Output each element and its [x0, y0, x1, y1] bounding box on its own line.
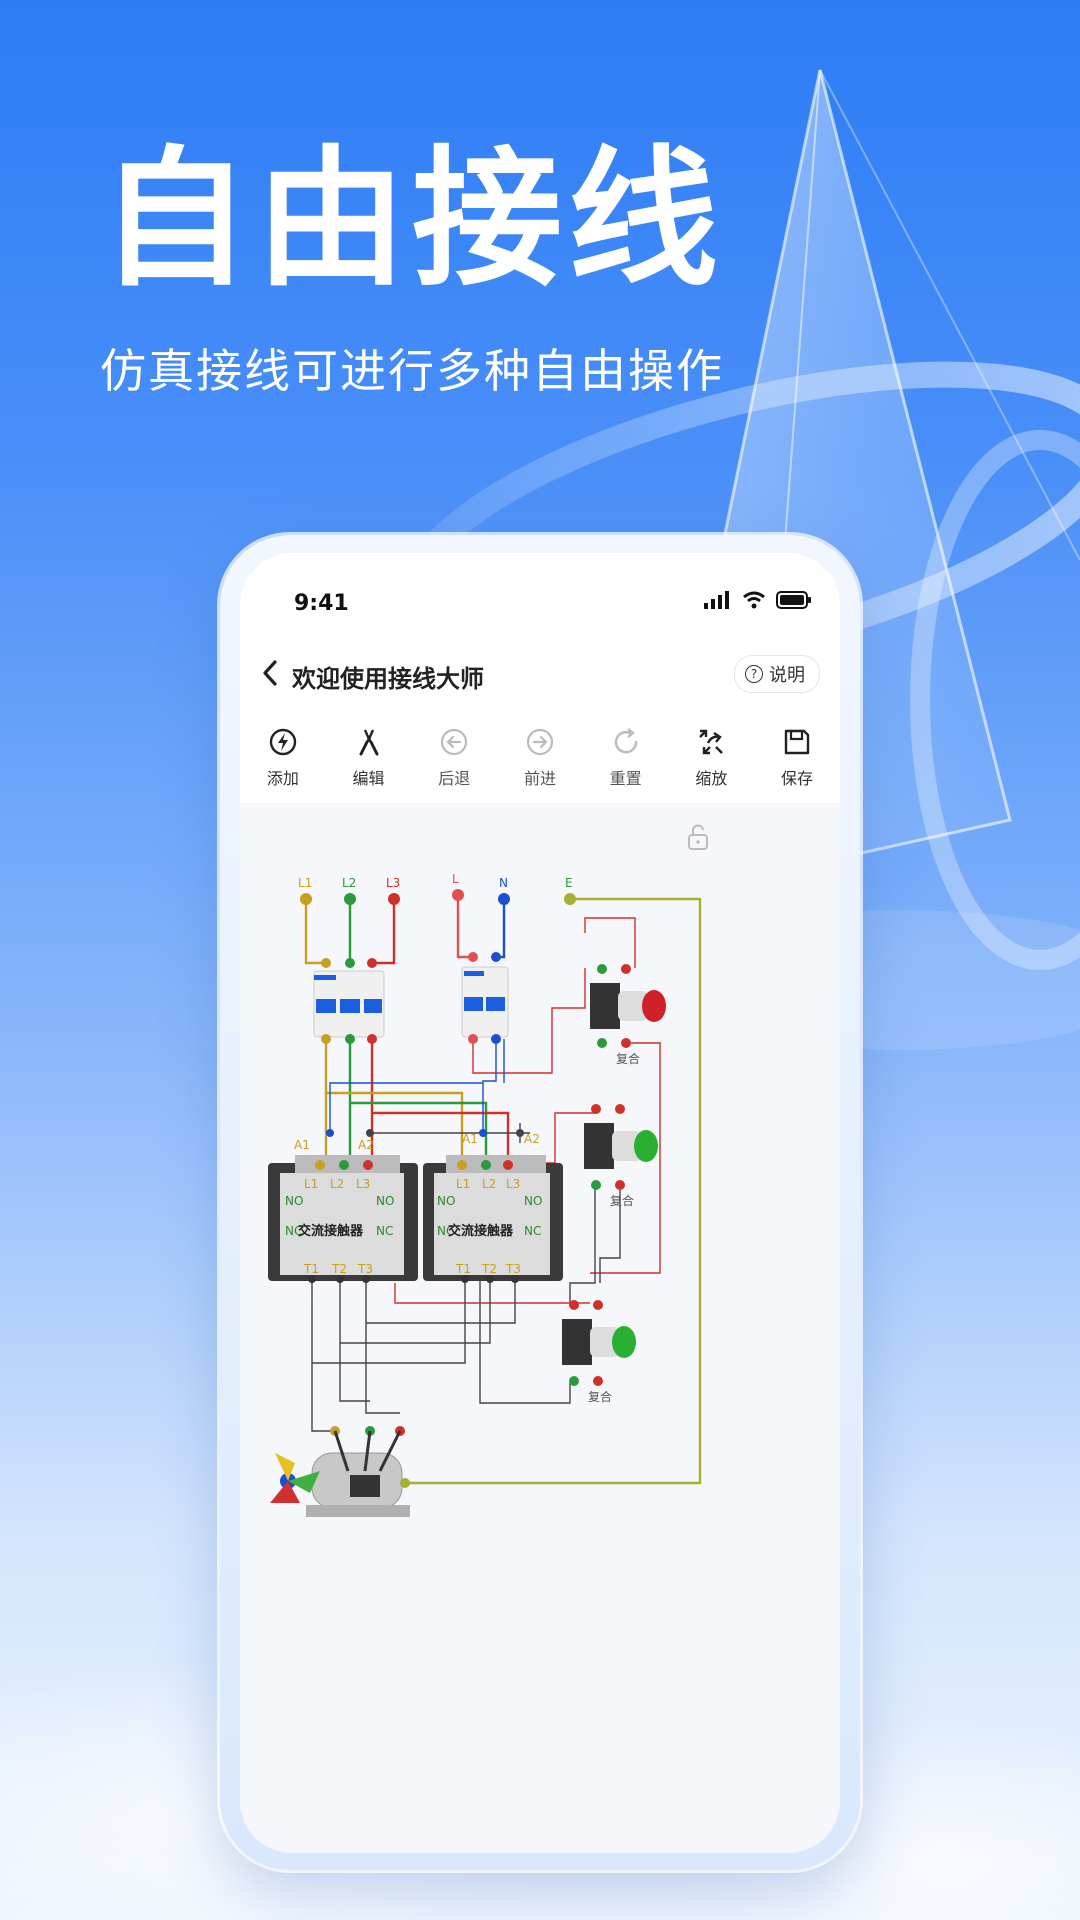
back-button[interactable]	[260, 659, 284, 689]
tool-edit-label: 编辑	[352, 769, 385, 788]
contactor1-nc-left: NC	[285, 1224, 302, 1238]
tool-reset-label: 重置	[609, 769, 642, 788]
battery-icon	[776, 591, 811, 609]
wifi-icon	[743, 591, 765, 609]
save-icon	[784, 729, 810, 755]
tool-undo-label: 后退	[438, 769, 471, 788]
terminal-label-e: E	[565, 876, 573, 890]
unlock-icon[interactable]	[684, 823, 712, 851]
terminal-label-n: N	[499, 876, 508, 890]
chevron-left-icon	[263, 660, 277, 686]
terminal-e[interactable]	[564, 893, 576, 905]
contactor2-nc-left: NC	[437, 1224, 454, 1238]
page-title: 欢迎使用接线大师	[292, 665, 484, 693]
contactor2-no-right: NO	[524, 1194, 542, 1208]
tool-reset[interactable]: 重置	[591, 727, 661, 789]
help-button[interactable]: ? 说明	[734, 655, 820, 693]
tool-undo[interactable]: 后退	[419, 727, 489, 789]
nav-bar: 欢迎使用接线大师 ? 说明	[240, 633, 840, 714]
three-pole-breaker[interactable]	[313, 958, 385, 1044]
contactor2-t1: T1	[455, 1262, 471, 1276]
arrow-left-circle-icon	[441, 728, 468, 756]
button-green2-label: 复合	[588, 1389, 612, 1404]
wiring-diagram[interactable]: L1 L2 L3 L N E	[240, 803, 840, 1853]
arrow-right-circle-icon	[526, 728, 554, 756]
tool-zoom[interactable]: 缩放	[676, 727, 746, 789]
wiring-canvas[interactable]: L1 L2 L3 L N E	[240, 803, 840, 1853]
contactor1-l3: L3	[356, 1177, 370, 1191]
contactor2-name: 交流接触器	[448, 1223, 514, 1239]
terminal-label-l2: L2	[342, 876, 356, 890]
hero-title: 自由接线	[100, 133, 725, 307]
supply-terminals: L1 L2 L3 L N E	[298, 872, 576, 905]
phone-screen: 9:41	[240, 553, 840, 1853]
tool-redo[interactable]: 前进	[505, 727, 575, 789]
tool-edit[interactable]: 编辑	[334, 727, 404, 789]
signal-icon	[704, 591, 729, 609]
button-green1-label: 复合	[610, 1193, 634, 1208]
contactor2-l3: L3	[506, 1177, 520, 1191]
help-label: 说明	[769, 665, 805, 686]
push-button-green-1[interactable]: 复合	[584, 1104, 658, 1208]
terminal-l[interactable]	[452, 889, 464, 901]
contactor2-l2: L2	[482, 1177, 496, 1191]
pliers-icon	[359, 729, 379, 756]
button-red-label: 复合	[616, 1051, 640, 1066]
status-bar: 9:41	[240, 553, 840, 633]
tool-add[interactable]: 添加	[248, 727, 318, 789]
push-button-green-2[interactable]: 复合	[562, 1300, 636, 1404]
contactor1-name: 交流接触器	[298, 1223, 364, 1239]
contactor2-t3: T3	[505, 1262, 521, 1276]
contactor2-t2: T2	[481, 1262, 497, 1276]
status-time: 9:41	[294, 591, 349, 616]
terminal-label-l: L	[452, 872, 459, 886]
terminal-l3[interactable]	[388, 893, 400, 905]
contactor2-a1: A1	[462, 1132, 478, 1146]
contactor2-no-left: NO	[437, 1194, 455, 1208]
contactor2-a2: A2	[524, 1132, 540, 1146]
contactor1-no-left: NO	[285, 1194, 303, 1208]
terminal-label-l1: L1	[298, 876, 312, 890]
contactor1-t1: T1	[303, 1262, 319, 1276]
lightning-icon	[269, 728, 297, 756]
status-icons	[704, 591, 812, 609]
tool-save-label: 保存	[781, 769, 814, 788]
terminal-n[interactable]	[498, 893, 510, 905]
three-phase-motor[interactable]	[270, 1426, 410, 1517]
contactor2-nc-right: NC	[524, 1224, 541, 1238]
contactor1-a2: A2	[358, 1138, 374, 1152]
push-button-red[interactable]: 复合	[590, 964, 666, 1066]
contactor2-l1: L1	[456, 1177, 470, 1191]
tool-add-label: 添加	[266, 769, 299, 788]
refresh-icon	[614, 728, 637, 754]
zoom-icon	[699, 729, 724, 755]
question-icon: ?	[745, 665, 763, 683]
contactor1-t3: T3	[357, 1262, 373, 1276]
contactor1-t2: T2	[331, 1262, 347, 1276]
contactor1-no-right: NO	[376, 1194, 394, 1208]
contactor1-l1: L1	[304, 1177, 318, 1191]
phone-mockup: 9:41	[220, 535, 860, 1870]
hero-subtitle: 仿真接线可进行多种自由操作	[100, 344, 724, 398]
terminal-label-l3: L3	[386, 876, 400, 890]
two-pole-breaker[interactable]	[461, 952, 509, 1044]
ac-contactor-1[interactable]: A1 A2 NO NC NO NC L1 L2 L3 交流接触器 T1 T2 T…	[268, 1129, 418, 1283]
terminal-l1[interactable]	[300, 893, 312, 905]
tool-zoom-label: 缩放	[695, 769, 728, 788]
tool-save[interactable]: 保存	[762, 727, 832, 789]
contactor1-a1: A1	[294, 1138, 310, 1152]
terminal-l2[interactable]	[344, 893, 356, 905]
toolbar: 添加 编辑 后退	[240, 713, 840, 803]
tool-redo-label: 前进	[523, 769, 556, 788]
contactor1-nc-right: NC	[376, 1224, 393, 1238]
contactor1-l2: L2	[330, 1177, 344, 1191]
ac-contactor-2[interactable]: A1 A2 NO NC NO NC L1 L2 L3 交流接触器 T1 T2 T…	[423, 1129, 563, 1283]
